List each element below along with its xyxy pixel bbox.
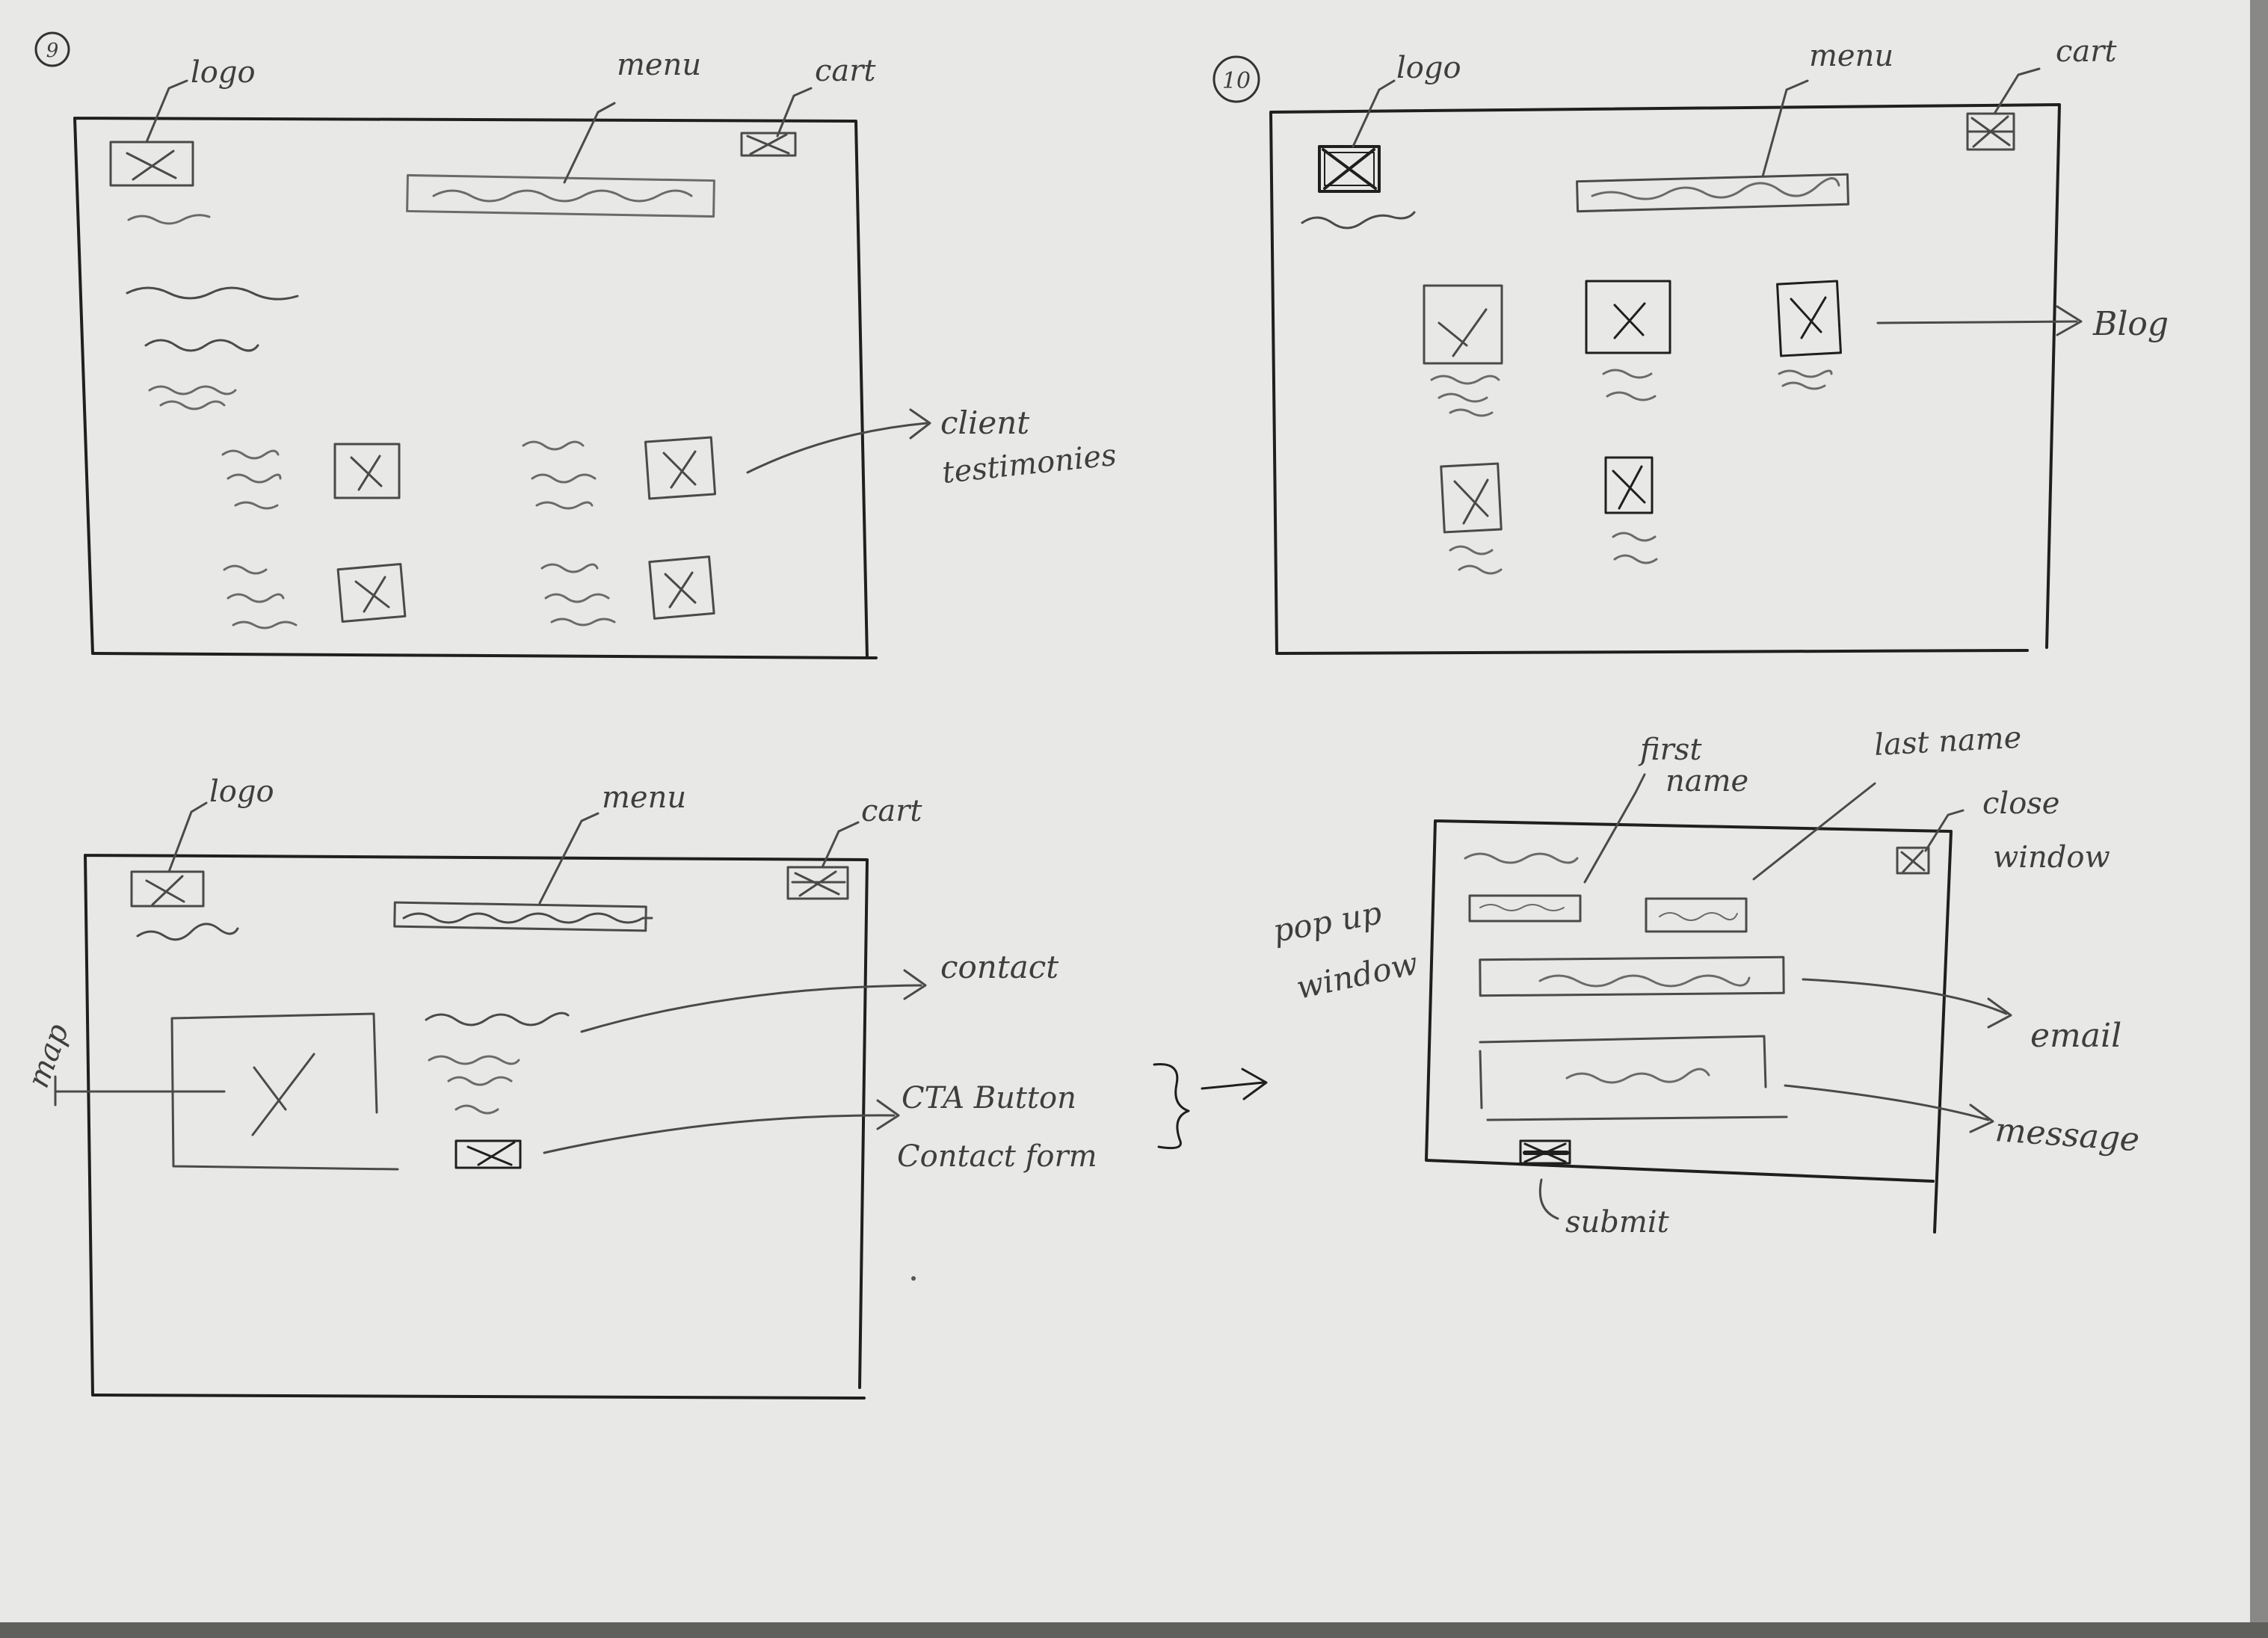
paper-bottom-shadow <box>0 1622 2268 1638</box>
page-number: 9 <box>46 40 59 62</box>
cart-leader-line <box>1993 67 2041 115</box>
first-name-leader-line <box>1583 773 1646 884</box>
cart-label: cart <box>861 794 922 828</box>
cta-label-line2: Contact form <box>897 1139 1097 1174</box>
message-field-squiggle <box>1565 1068 1710 1084</box>
cta-brace <box>1153 1063 1190 1150</box>
logo-placeholder-icon <box>109 141 194 187</box>
cart-leader-line <box>821 821 860 869</box>
logo-label: logo <box>209 775 274 809</box>
first-name-field-squiggle <box>1479 904 1565 911</box>
contact-label: contact <box>940 949 1058 985</box>
logo-leader-line <box>1352 79 1396 148</box>
cta-arrow <box>543 1099 900 1154</box>
submit-button-icon[interactable] <box>1519 1139 1571 1165</box>
cart-label: cart <box>2056 34 2117 69</box>
logo-placeholder-icon <box>1318 145 1381 193</box>
popup-link-arrow <box>1201 1068 1268 1100</box>
paper-edge-shadow <box>2250 0 2268 1638</box>
logo-label: logo <box>1396 51 1461 85</box>
menu-leader-line <box>563 102 616 184</box>
testimonial-image-icon <box>648 555 715 620</box>
contact-text-lines <box>425 1012 570 1115</box>
menu-squiggle <box>432 189 693 203</box>
close-label-line1: close <box>1982 786 2059 821</box>
testimonials-label-line1: client <box>940 404 1029 441</box>
close-leader-line <box>1924 809 1965 852</box>
wireframe-frame <box>84 854 869 1400</box>
close-window-icon[interactable] <box>1896 846 1930 875</box>
menu-label: menu <box>1809 39 1893 73</box>
email-field[interactable] <box>1479 955 1785 997</box>
first-name-label-squiggle <box>1464 852 1579 864</box>
cta-label-line1: CTA Button <box>902 1081 1076 1115</box>
wireframe-10: 10 logo menu cart <box>1212 34 2169 655</box>
pencil-dot <box>911 1276 916 1281</box>
blog-post-image-icon <box>1604 456 1654 514</box>
testimonial-image-icon <box>644 436 717 500</box>
testimonial-text-lines <box>221 440 616 629</box>
logo-leader-line <box>145 79 188 144</box>
blog-post-image-icon <box>1423 284 1503 365</box>
message-arrow <box>1784 1084 1994 1133</box>
logo-leader-line <box>167 801 208 873</box>
logo-caption-squiggle <box>127 214 211 225</box>
blog-post-image-icon <box>1776 280 1842 357</box>
testimonial-image-icon <box>336 562 407 624</box>
menu-leader-line <box>1761 79 1809 178</box>
cart-label: cart <box>815 54 876 88</box>
menu-label: menu <box>617 48 701 82</box>
menu-squiggle <box>402 912 653 924</box>
last-name-label: last name <box>1873 721 2022 763</box>
blog-post-text-lines <box>1430 369 1833 575</box>
email-arrow <box>1802 978 2012 1029</box>
logo-caption-squiggle <box>1301 211 1416 230</box>
first-name-label-line1: first <box>1638 733 1702 767</box>
cart-placeholder-icon <box>786 866 849 900</box>
wireframe-frame <box>1269 103 2061 655</box>
testimonials-arrow <box>746 408 931 474</box>
hero-text-lines <box>126 286 299 410</box>
menu-squiggle <box>1591 177 1840 200</box>
blog-post-image-icon <box>1585 280 1671 354</box>
logo-label: logo <box>191 55 256 90</box>
email-field-squiggle <box>1538 974 1751 988</box>
wireframe-frame <box>73 117 878 659</box>
last-name-field[interactable] <box>1645 897 1748 933</box>
menu-bar <box>1576 173 1849 213</box>
last-name-leader-line <box>1752 782 1876 881</box>
submit-label: submit <box>1565 1205 1670 1240</box>
contact-arrow <box>580 969 927 1033</box>
page-number-circle <box>34 31 70 67</box>
cart-placeholder-icon <box>1966 112 2015 151</box>
page-number: 10 <box>1222 68 1251 94</box>
logo-placeholder-icon <box>130 870 205 908</box>
popup-frame <box>1425 819 1953 1234</box>
wireframe-popup: close window first name last name email … <box>1270 721 2140 1240</box>
blog-label: Blog <box>2092 305 2169 343</box>
first-name-label-line2: name <box>1665 764 1748 798</box>
wireframe-contact: logo menu cart map contact <box>21 775 1268 1400</box>
map-leader-line <box>54 1075 226 1106</box>
message-field[interactable] <box>1479 1035 1788 1121</box>
close-label-line2: window <box>1993 840 2110 875</box>
page-number-circle <box>1212 55 1260 103</box>
menu-bar <box>406 173 715 218</box>
blog-arrow <box>1876 305 2083 336</box>
blog-post-image-icon <box>1440 462 1503 534</box>
cta-button-placeholder-icon <box>454 1139 522 1169</box>
last-name-field-squiggle <box>1659 912 1738 921</box>
map-placeholder-icon <box>170 1012 399 1171</box>
testimonial-image-icon <box>333 443 401 499</box>
cart-placeholder-icon <box>740 132 797 157</box>
email-label: email <box>2030 1017 2121 1055</box>
menu-label: menu <box>602 780 686 815</box>
logo-caption-squiggle <box>136 923 239 941</box>
cart-leader-line <box>776 87 813 138</box>
submit-leader-line <box>1538 1178 1559 1220</box>
first-name-field[interactable] <box>1468 894 1582 923</box>
menu-leader-line <box>538 812 600 905</box>
